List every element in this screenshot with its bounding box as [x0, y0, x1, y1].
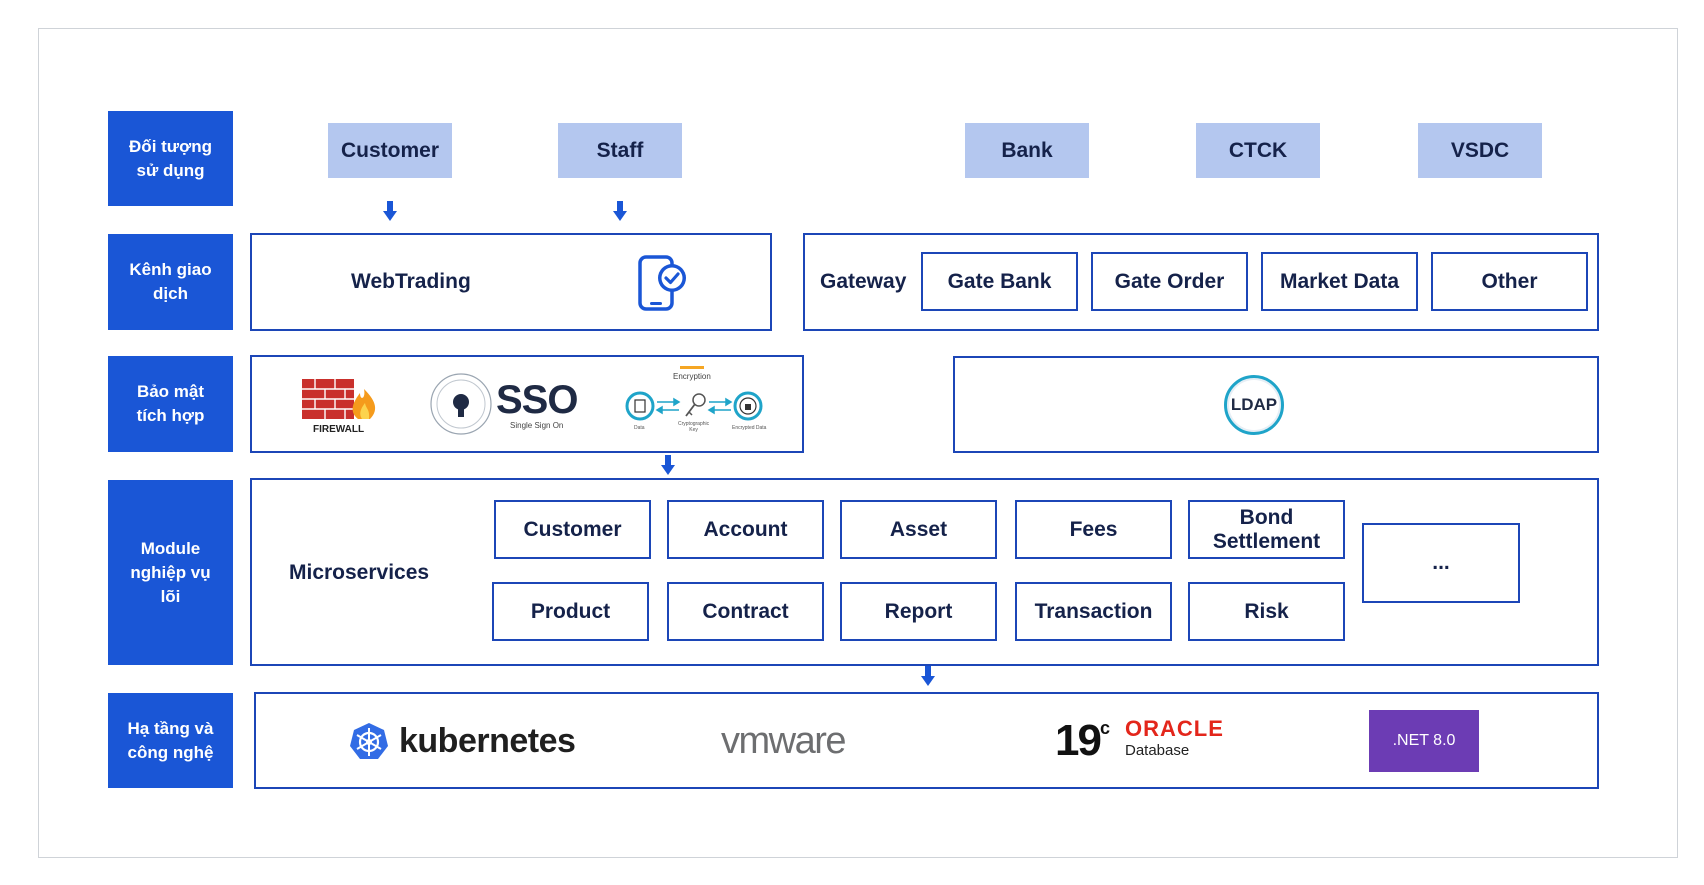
arrow-down-icon [921, 666, 935, 686]
row-label-modules: Module nghiệp vụ lõi [108, 480, 233, 665]
module-report: Report [840, 582, 997, 641]
module-contract: Contract [667, 582, 824, 641]
market-data-box: Market Data [1261, 252, 1418, 311]
arrow-down-icon [613, 201, 627, 221]
module-bond-settlement: Bond Settlement [1188, 500, 1345, 559]
actor-customer: Customer [328, 123, 452, 178]
module-transaction: Transaction [1015, 582, 1172, 641]
encryption-data-label: Data [634, 425, 645, 431]
dotnet-badge: .NET 8.0 [1369, 710, 1479, 772]
sso-lock-icon [430, 373, 492, 435]
row-label-channels: Kênh giao dịch [108, 234, 233, 330]
oracle-logo: ORACLE [1125, 716, 1224, 741]
module-account: Account [667, 500, 824, 559]
module-fees: Fees [1015, 500, 1172, 559]
microservices-label: Microservices [289, 561, 430, 584]
module-more: ... [1362, 523, 1520, 603]
gate-order-box: Gate Order [1091, 252, 1248, 311]
encryption-bar [680, 366, 704, 369]
dotnet-label: .NET 8.0 [1392, 732, 1456, 749]
oracle-version-number: 19 [1055, 716, 1102, 765]
sso-subtitle: Single Sign On [510, 421, 564, 430]
webtrading-label: WebTrading [351, 270, 471, 293]
gateway-label: Gateway [820, 270, 907, 293]
encryption-output-label: Encrypted Data [732, 425, 767, 431]
actor-ctck: CTCK [1196, 123, 1320, 178]
mobile-check-icon [638, 255, 686, 311]
arrow-down-icon [661, 455, 675, 475]
encryption-icon [625, 391, 763, 421]
oracle-database-label: Database [1125, 742, 1190, 759]
module-product: Product [492, 582, 649, 641]
firewall-label: FIREWALL [313, 424, 365, 435]
vmware-logo: vmware [721, 720, 847, 762]
actor-staff: Staff [558, 123, 682, 178]
row-label-users: Đối tượng sử dụng [108, 111, 233, 206]
actor-vsdc: VSDC [1418, 123, 1542, 178]
oracle-version: 19c [1055, 716, 1110, 766]
module-customer: Customer [494, 500, 651, 559]
encryption-key-label: Cryptographic Key [678, 421, 710, 433]
sso-label: SSO [496, 378, 578, 422]
ldap-badge: LDAP [1224, 375, 1284, 435]
encryption-label: Encryption [673, 372, 711, 381]
webtrading-panel [250, 233, 772, 331]
other-gate-box: Other [1431, 252, 1588, 311]
oracle-version-suffix: c [1099, 718, 1110, 738]
arrow-down-icon [383, 201, 397, 221]
actor-bank: Bank [965, 123, 1089, 178]
kubernetes-icon [350, 723, 388, 759]
row-label-infra: Hạ tầng và công nghệ [108, 693, 233, 788]
firewall-icon [302, 379, 376, 419]
kubernetes-label: kubernetes [399, 722, 576, 760]
gate-bank-box: Gate Bank [921, 252, 1078, 311]
row-label-security: Bảo mật tích hợp [108, 356, 233, 452]
ldap-label: LDAP [1230, 395, 1278, 414]
module-asset: Asset [840, 500, 997, 559]
module-risk: Risk [1188, 582, 1345, 641]
